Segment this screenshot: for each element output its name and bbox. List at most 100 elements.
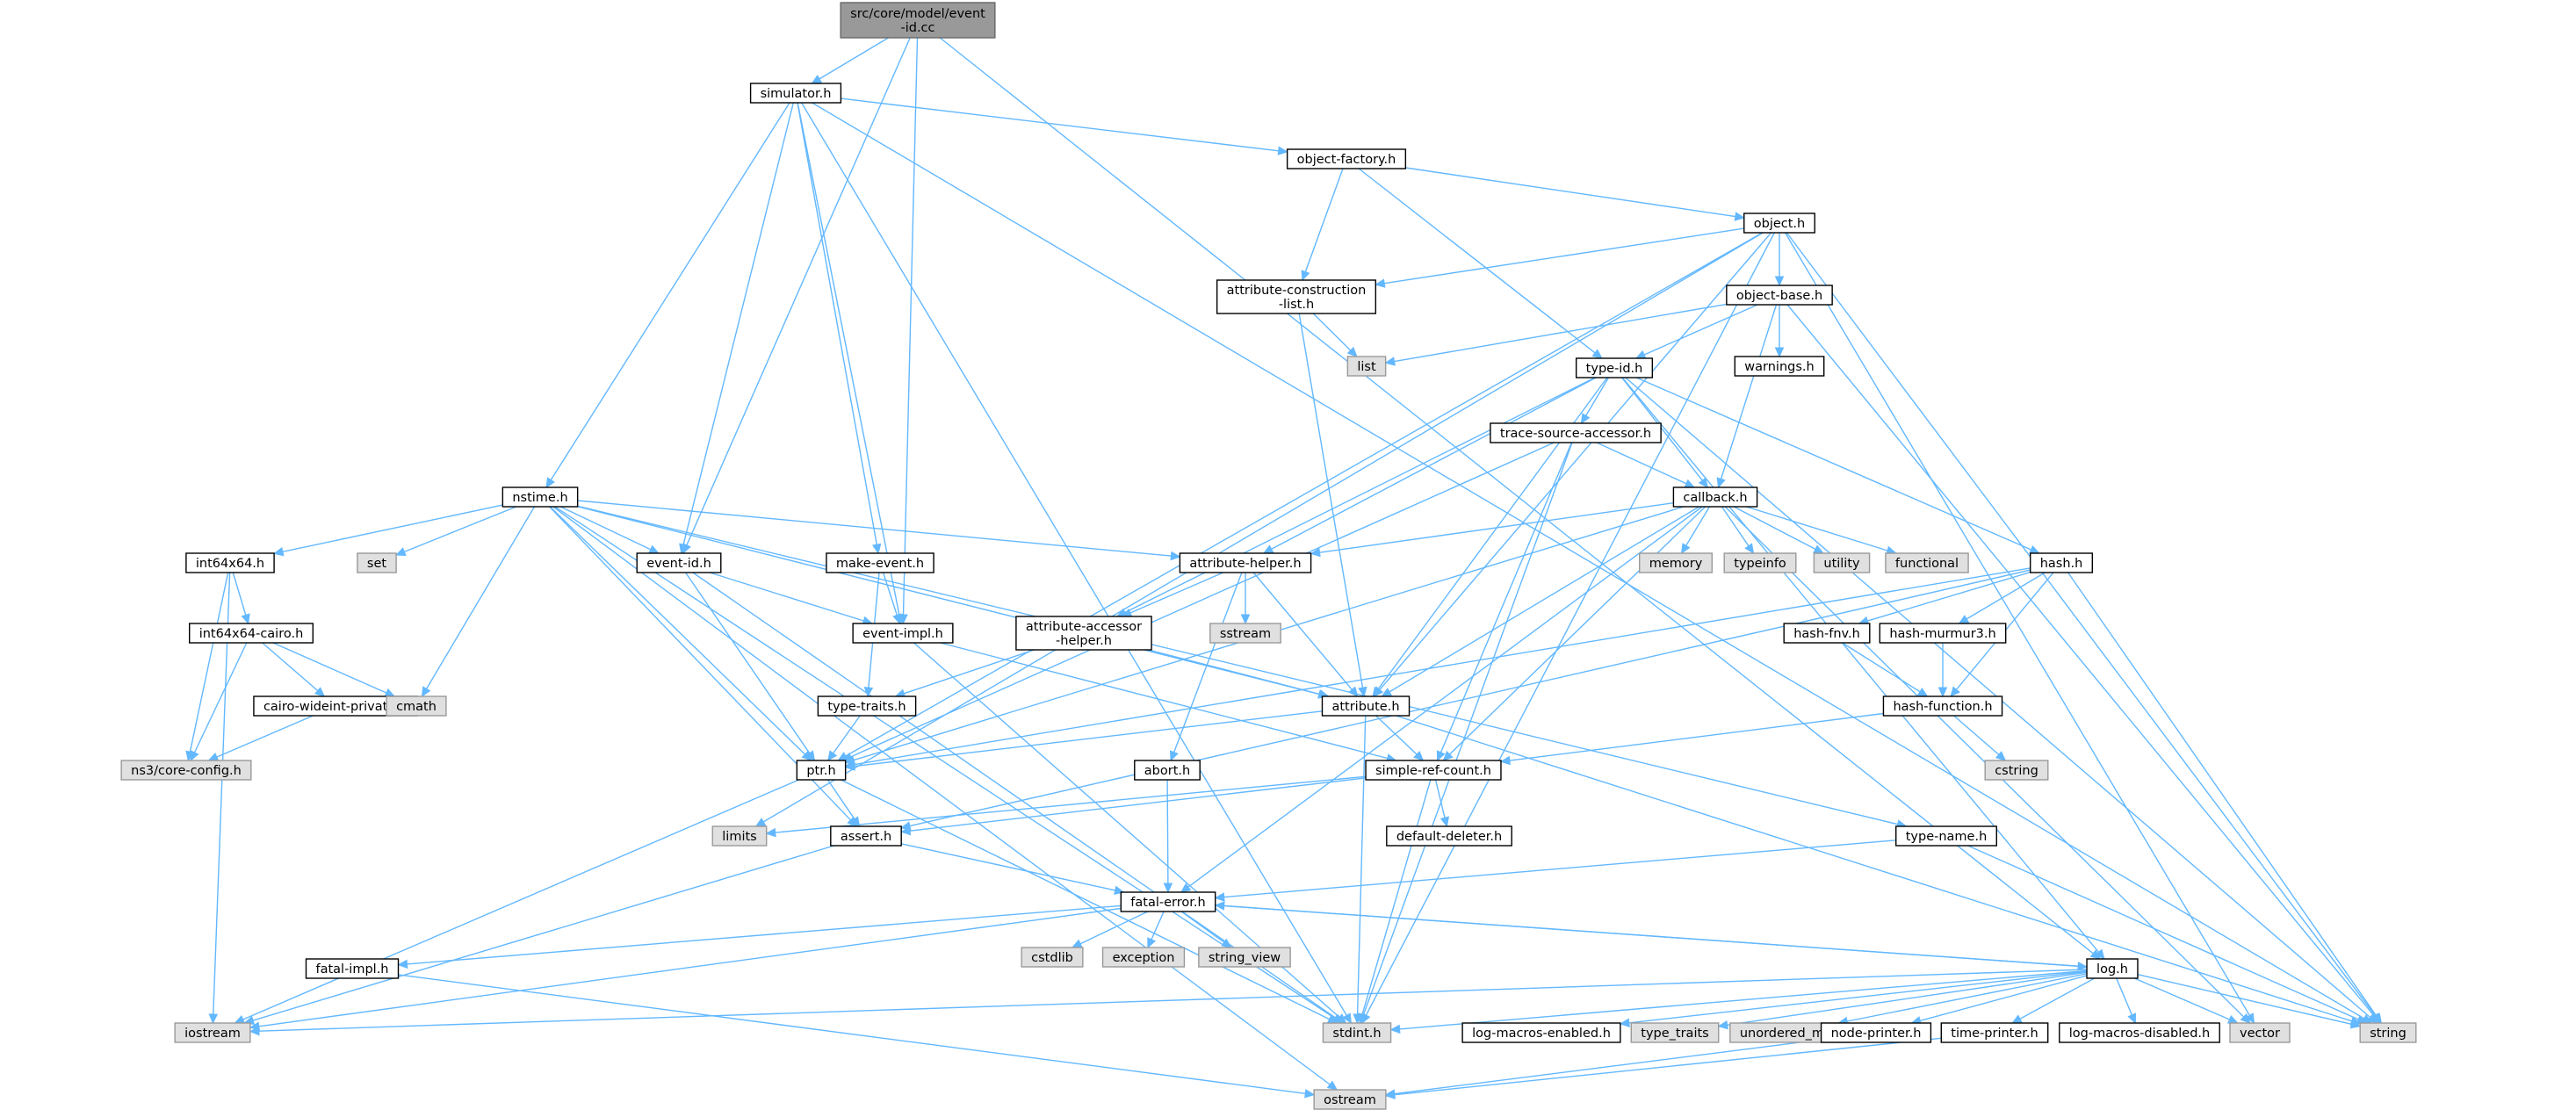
edge-arrowhead: [2127, 1013, 2137, 1025]
edge-line: [550, 102, 790, 480]
node-label: simulator.h: [761, 87, 832, 101]
node-object-base[interactable]: object-base.h: [1726, 285, 1833, 306]
edge-int64x64-cairo-to-cmath: [272, 642, 396, 697]
node-label: hash-function.h: [1893, 700, 1992, 714]
node-string[interactable]: string: [2359, 1022, 2417, 1043]
node-log-macros-enabled[interactable]: log-macros-enabled.h: [1461, 1022, 1621, 1043]
node-label: cmath: [396, 700, 437, 714]
edge-simulator-to-event-id: [679, 102, 794, 555]
node-iostream[interactable]: iostream: [174, 1022, 251, 1043]
node-box: [1015, 616, 1152, 651]
edge-line: [762, 232, 1764, 823]
node-simulator[interactable]: simulator.h: [749, 83, 842, 104]
node-box: [1209, 623, 1281, 644]
edge-log-to-stdint: [1389, 969, 2088, 1034]
node-hash-fnv[interactable]: hash-fnv.h: [1783, 623, 1871, 644]
edge-arrowhead: [2240, 1013, 2251, 1024]
node-node-printer[interactable]: node-printer.h: [1820, 1022, 1932, 1043]
node-limits[interactable]: limits: [711, 825, 768, 847]
node-cmath[interactable]: cmath: [386, 695, 447, 717]
node-nstime[interactable]: nstime.h: [501, 486, 579, 508]
node-stdint[interactable]: stdint.h: [1322, 1022, 1392, 1043]
node-label: attribute-accessor-helper.h: [1026, 620, 1142, 648]
edge-arrowhead: [871, 543, 882, 555]
edge-simple-ref-to-assert: [899, 777, 1367, 836]
node-functional[interactable]: functional: [1885, 552, 1969, 573]
node-set[interactable]: set: [357, 552, 397, 573]
edge-callback-to-functional: [1746, 506, 1897, 555]
node-memory[interactable]: memory: [1639, 552, 1713, 573]
edge-line: [1733, 506, 1816, 551]
node-type-traits[interactable]: type_traits: [1630, 1022, 1720, 1043]
node-callback[interactable]: callback.h: [1672, 486, 1758, 508]
node-attr-accessor[interactable]: attribute-accessor-helper.h: [1015, 616, 1152, 651]
node-int64x64-cairo[interactable]: int64x64-cairo.h: [189, 623, 314, 644]
edge-log-to-log-macros-enabled: [1619, 970, 2088, 1028]
node-box: [1313, 1089, 1387, 1110]
edge-line: [1394, 1037, 1942, 1096]
node-simple-ref[interactable]: simple-ref-count.h: [1365, 760, 1502, 781]
node-exception[interactable]: exception: [1101, 947, 1186, 968]
node-event-impl[interactable]: event-impl.h: [852, 623, 954, 644]
node-trace-source[interactable]: trace-source-accessor.h: [1490, 422, 1662, 443]
edge-line: [850, 442, 1555, 758]
node-ostream[interactable]: ostream: [1313, 1089, 1387, 1110]
node-box: [357, 552, 397, 573]
node-sstream[interactable]: sstream: [1209, 623, 1281, 644]
node-log-macros-disabled[interactable]: log-macros-disabled.h: [2059, 1022, 2220, 1043]
node-box: [1726, 285, 1833, 306]
node-fatal-error[interactable]: fatal-error.h: [1120, 891, 1216, 912]
node-time-printer[interactable]: time-printer.h: [1940, 1022, 2049, 1043]
node-box: [2229, 1022, 2291, 1043]
node-warnings[interactable]: warnings.h: [1734, 356, 1825, 377]
node-utility[interactable]: utility: [1813, 552, 1871, 573]
edge-nstime-to-attr-helper: [577, 500, 1181, 561]
node-type-traits-h[interactable]: type-traits.h: [817, 695, 917, 717]
node-attribute[interactable]: attribute.h: [1321, 695, 1411, 717]
node-hash-murmur3[interactable]: hash-murmur3.h: [1879, 623, 2007, 644]
node-unordered-map[interactable]: unordered_map: [1729, 1022, 1851, 1043]
edge-arrowhead: [207, 752, 220, 761]
node-type-name[interactable]: type-name.h: [1895, 825, 1997, 847]
edge-line: [425, 506, 536, 689]
node-cstdlib[interactable]: cstdlib: [1021, 947, 1084, 968]
edge-line: [2067, 572, 2378, 1017]
node-list[interactable]: list: [1346, 356, 1387, 377]
node-cstring[interactable]: cstring: [1984, 760, 2049, 781]
node-typeinfo[interactable]: typeinfo: [1723, 552, 1797, 573]
node-attr-helper[interactable]: attribute-helper.h: [1179, 552, 1312, 573]
node-abort[interactable]: abort.h: [1134, 760, 1201, 781]
node-cairo-wideint[interactable]: cairo-wideint-private.h: [253, 695, 418, 717]
edge-root-to-event-id: [682, 37, 911, 555]
node-root[interactable]: src/core/model/event-id.cc: [840, 2, 996, 39]
node-type-id[interactable]: type-id.h: [1575, 357, 1654, 378]
edge-arrowhead: [394, 547, 407, 557]
edge-line: [1358, 168, 1596, 354]
edge-line: [1440, 442, 1573, 753]
node-int64x64[interactable]: int64x64.h: [185, 552, 275, 573]
edge-line: [1389, 506, 1699, 693]
node-label: object-factory.h: [1297, 153, 1396, 167]
node-log[interactable]: log.h: [2086, 958, 2139, 979]
node-label: set: [367, 557, 386, 571]
node-hash[interactable]: hash.h: [2029, 552, 2094, 573]
edge-line: [404, 506, 516, 553]
edge-arrowhead: [1163, 883, 1173, 894]
node-fatal-impl[interactable]: fatal-impl.h: [305, 958, 400, 979]
node-object[interactable]: object.h: [1743, 213, 1815, 234]
node-attr-construction[interactable]: attribute-construction-list.h: [1216, 279, 1377, 314]
node-box: [1895, 825, 1997, 847]
node-event-id[interactable]: event-id.h: [636, 552, 722, 573]
node-string-view[interactable]: string_view: [1198, 947, 1291, 968]
node-vector[interactable]: vector: [2229, 1022, 2291, 1043]
node-ptr[interactable]: ptr.h: [796, 760, 847, 781]
node-make-event[interactable]: make-event.h: [826, 552, 934, 573]
edge-nstime-to-cmath: [421, 506, 536, 698]
node-default-deleter[interactable]: default-deleter.h: [1386, 825, 1512, 847]
node-box: [1743, 213, 1815, 234]
node-core-config[interactable]: ns3/core-config.h: [120, 760, 252, 781]
edge-arrowhead: [1436, 750, 1446, 762]
node-assert[interactable]: assert.h: [830, 825, 902, 847]
node-hash-function[interactable]: hash-function.h: [1882, 695, 2003, 717]
node-object-factory[interactable]: object-factory.h: [1286, 148, 1407, 169]
